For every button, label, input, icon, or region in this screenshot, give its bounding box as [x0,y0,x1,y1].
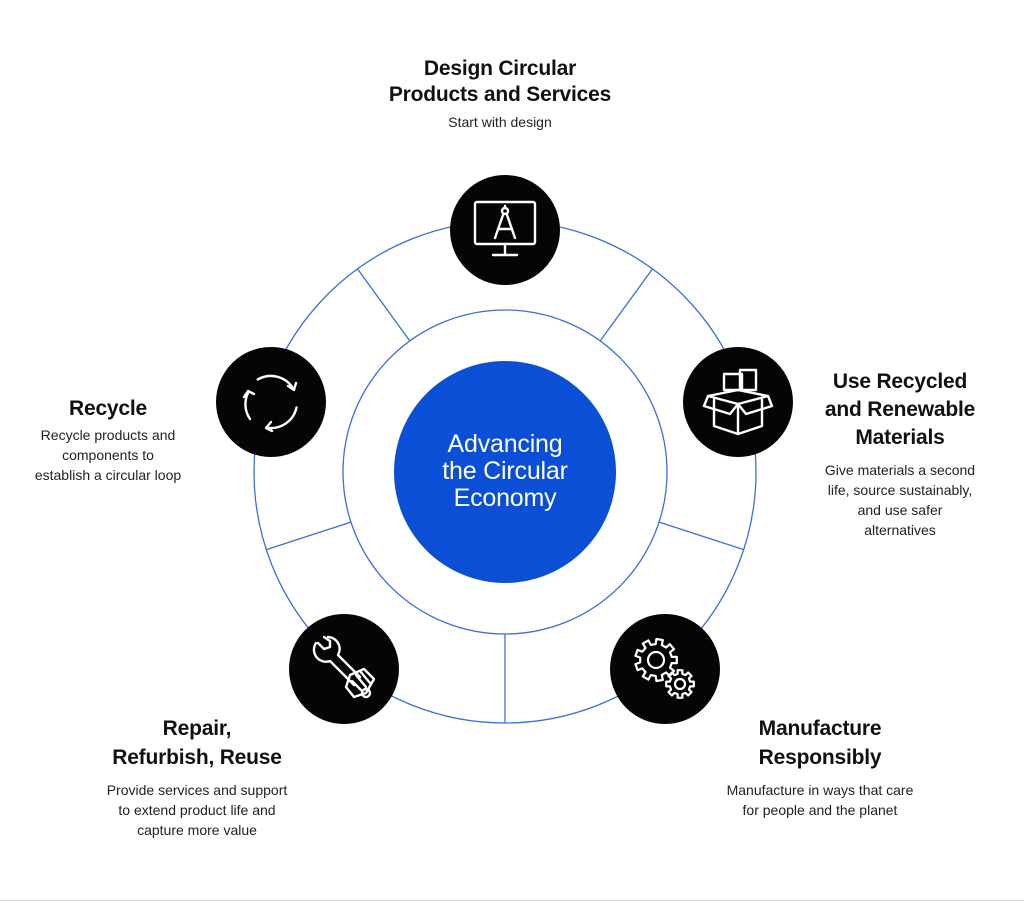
ring-divider-4 [266,521,352,551]
repair-title: Repair, Refurbish, Reuse [112,717,282,769]
repair-node [289,614,399,724]
repair-label: Repair, Refurbish, Reuse Provide service… [62,714,332,840]
design-title: Design Circular Products and Services [388,57,612,106]
recycle-description: Recycle products and components to estab… [34,427,182,483]
ring-divider-1 [599,268,654,342]
design-node [450,175,560,285]
recycle-label: Recycle Recycle products and components … [8,396,208,485]
wrench-hand-icon [312,635,376,699]
ring-divider-2 [658,521,744,551]
repair-description: Provide services and support to extend p… [106,782,288,838]
gears-icon [634,637,695,699]
materials-description: Give materials a second life, source sus… [824,462,976,538]
recycle-title: Recycle [69,397,147,420]
open-box-icon [702,368,774,436]
manufacture-node [610,614,720,724]
materials-title: Use Recycled and Renewable Materials [824,370,976,449]
bottom-divider [0,900,1024,901]
recycle-node [216,347,326,457]
materials-label: Use Recycled and Renewable Materials Giv… [790,368,1010,540]
design-label: Design Circular Products and Services St… [345,56,655,132]
small-gear-hub [673,677,687,691]
center-line-1: Advancing [447,429,563,458]
design-description: Start with design [448,114,552,130]
manufacture-title: Manufacture Responsibly [758,717,882,769]
center-disc [394,361,616,583]
ring-divider-5 [356,268,411,342]
ring-dividers [266,268,744,723]
center-line-3: Economy [453,483,557,512]
recycle-loop-icon [242,374,298,433]
large-gear-hub [646,650,666,670]
manufacture-description: Manufacture in ways that care for people… [726,782,914,818]
monitor-compass-icon [473,200,537,257]
center-title: Advancing the Circular Economy [396,362,614,580]
center-line-2: the Circular [442,456,568,485]
manufacture-label: Manufacture Responsibly Manufacture in w… [690,714,950,820]
small-gear-outline [665,669,695,699]
materials-node [683,347,793,457]
